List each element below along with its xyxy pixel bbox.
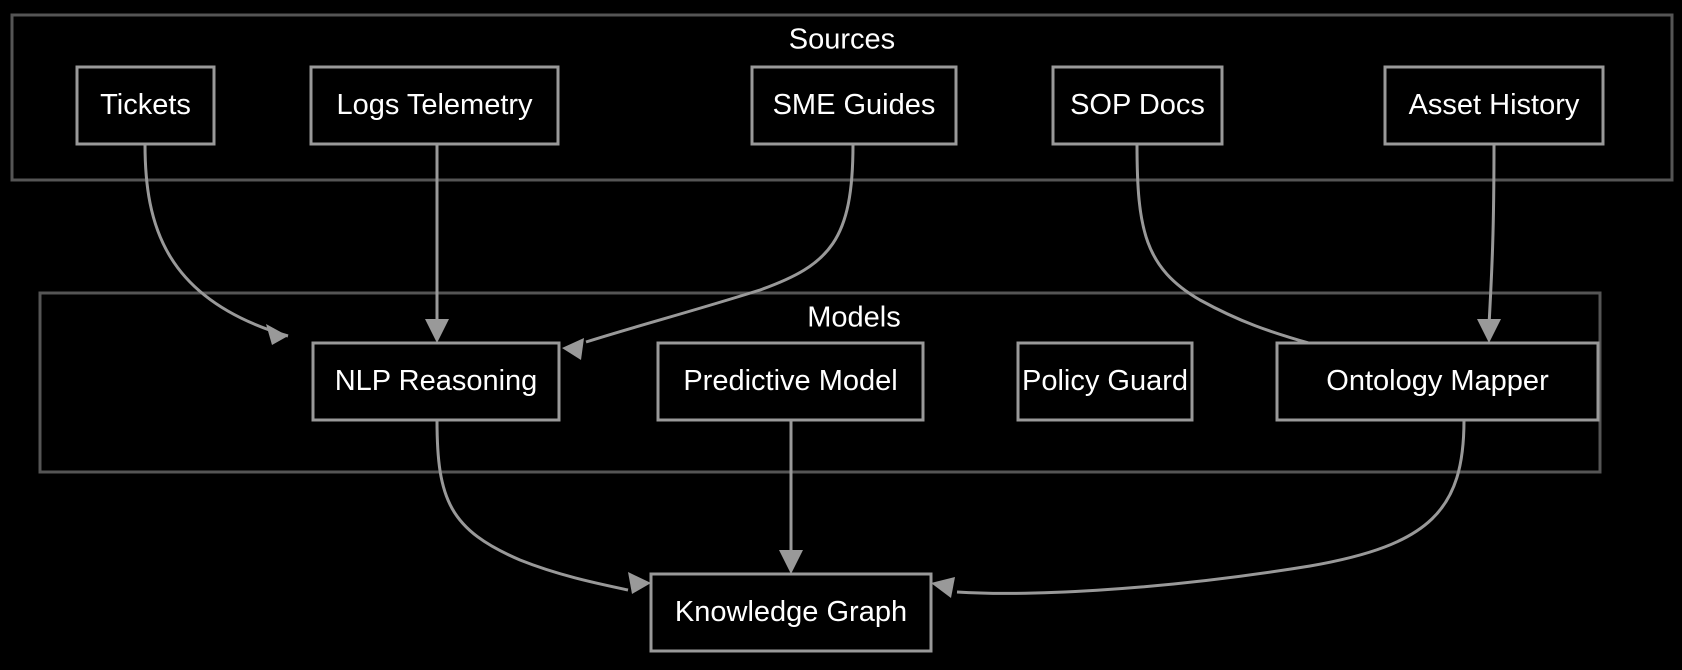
cluster-border-sources xyxy=(10,13,1674,182)
node-label-tickets: Tickets xyxy=(100,89,191,121)
node-label-sme: SME Guides xyxy=(773,89,936,121)
node-label-logs: Logs Telemetry xyxy=(336,89,533,121)
arrowhead-head-logs-nlp xyxy=(425,319,449,343)
node-kg[interactable]: Knowledge Graph xyxy=(649,572,933,653)
node-label-sop: SOP Docs xyxy=(1070,89,1205,121)
cluster-border-models xyxy=(38,291,1602,474)
arrowhead-head-nlp-kg xyxy=(628,572,651,594)
node-box-sme[interactable] xyxy=(750,65,958,146)
node-label-asset: Asset History xyxy=(1409,89,1580,121)
node-label-policy: Policy Guard xyxy=(1022,365,1188,397)
edge-nlp-to-kg xyxy=(435,419,629,592)
cluster-label-sources: Sources xyxy=(789,24,895,56)
node-nlp[interactable]: NLP Reasoning xyxy=(311,341,561,422)
arrowhead-head-asset-ontology xyxy=(1477,319,1501,343)
node-predict[interactable]: Predictive Model xyxy=(656,341,925,422)
arrowhead-head-predict-kg xyxy=(779,550,803,574)
arrowhead-head-tickets-nlp xyxy=(266,324,288,345)
node-logs[interactable]: Logs Telemetry xyxy=(309,65,560,146)
node-box-logs[interactable] xyxy=(309,65,560,146)
node-label-nlp: NLP Reasoning xyxy=(335,365,538,397)
node-label-ontology: Ontology Mapper xyxy=(1326,365,1549,397)
arrowhead-head-sme-nlp xyxy=(562,338,584,360)
node-box-tickets[interactable] xyxy=(75,65,216,146)
node-box-nlp[interactable] xyxy=(311,341,561,422)
edge-group xyxy=(143,143,1501,598)
node-label-predict: Predictive Model xyxy=(683,365,897,397)
node-ontology[interactable]: Ontology Mapper xyxy=(1275,341,1600,422)
node-box-sop[interactable] xyxy=(1051,65,1224,146)
node-sme[interactable]: SME Guides xyxy=(750,65,958,146)
edge-tickets-to-nlp xyxy=(143,143,289,338)
node-group: Tickets Logs Telemetry SME Guides SOP Docs A… xyxy=(75,65,1605,653)
edge-sme-to-nlp xyxy=(585,143,855,344)
cluster-models: Models xyxy=(38,291,1602,474)
edge-ontology-to-kg xyxy=(956,419,1466,595)
node-box-asset[interactable] xyxy=(1383,65,1605,146)
node-asset[interactable]: Asset History xyxy=(1383,65,1605,146)
cluster-sources: Sources xyxy=(10,13,1674,182)
node-label-kg: Knowledge Graph xyxy=(675,596,907,628)
edge-sop-to-ontology xyxy=(1135,143,1313,346)
edge-asset-to-ontology xyxy=(1487,143,1496,326)
arrowhead-head-ontology-kg xyxy=(931,577,955,598)
cluster-label-models: Models xyxy=(807,302,901,334)
node-box-policy[interactable] xyxy=(1016,341,1194,422)
node-box-ontology[interactable] xyxy=(1275,341,1600,422)
node-box-kg[interactable] xyxy=(649,572,933,653)
node-box-predict[interactable] xyxy=(656,341,925,422)
node-tickets[interactable]: Tickets xyxy=(75,65,216,146)
node-policy[interactable]: Policy Guard xyxy=(1016,341,1194,422)
node-sop[interactable]: SOP Docs xyxy=(1051,65,1224,146)
